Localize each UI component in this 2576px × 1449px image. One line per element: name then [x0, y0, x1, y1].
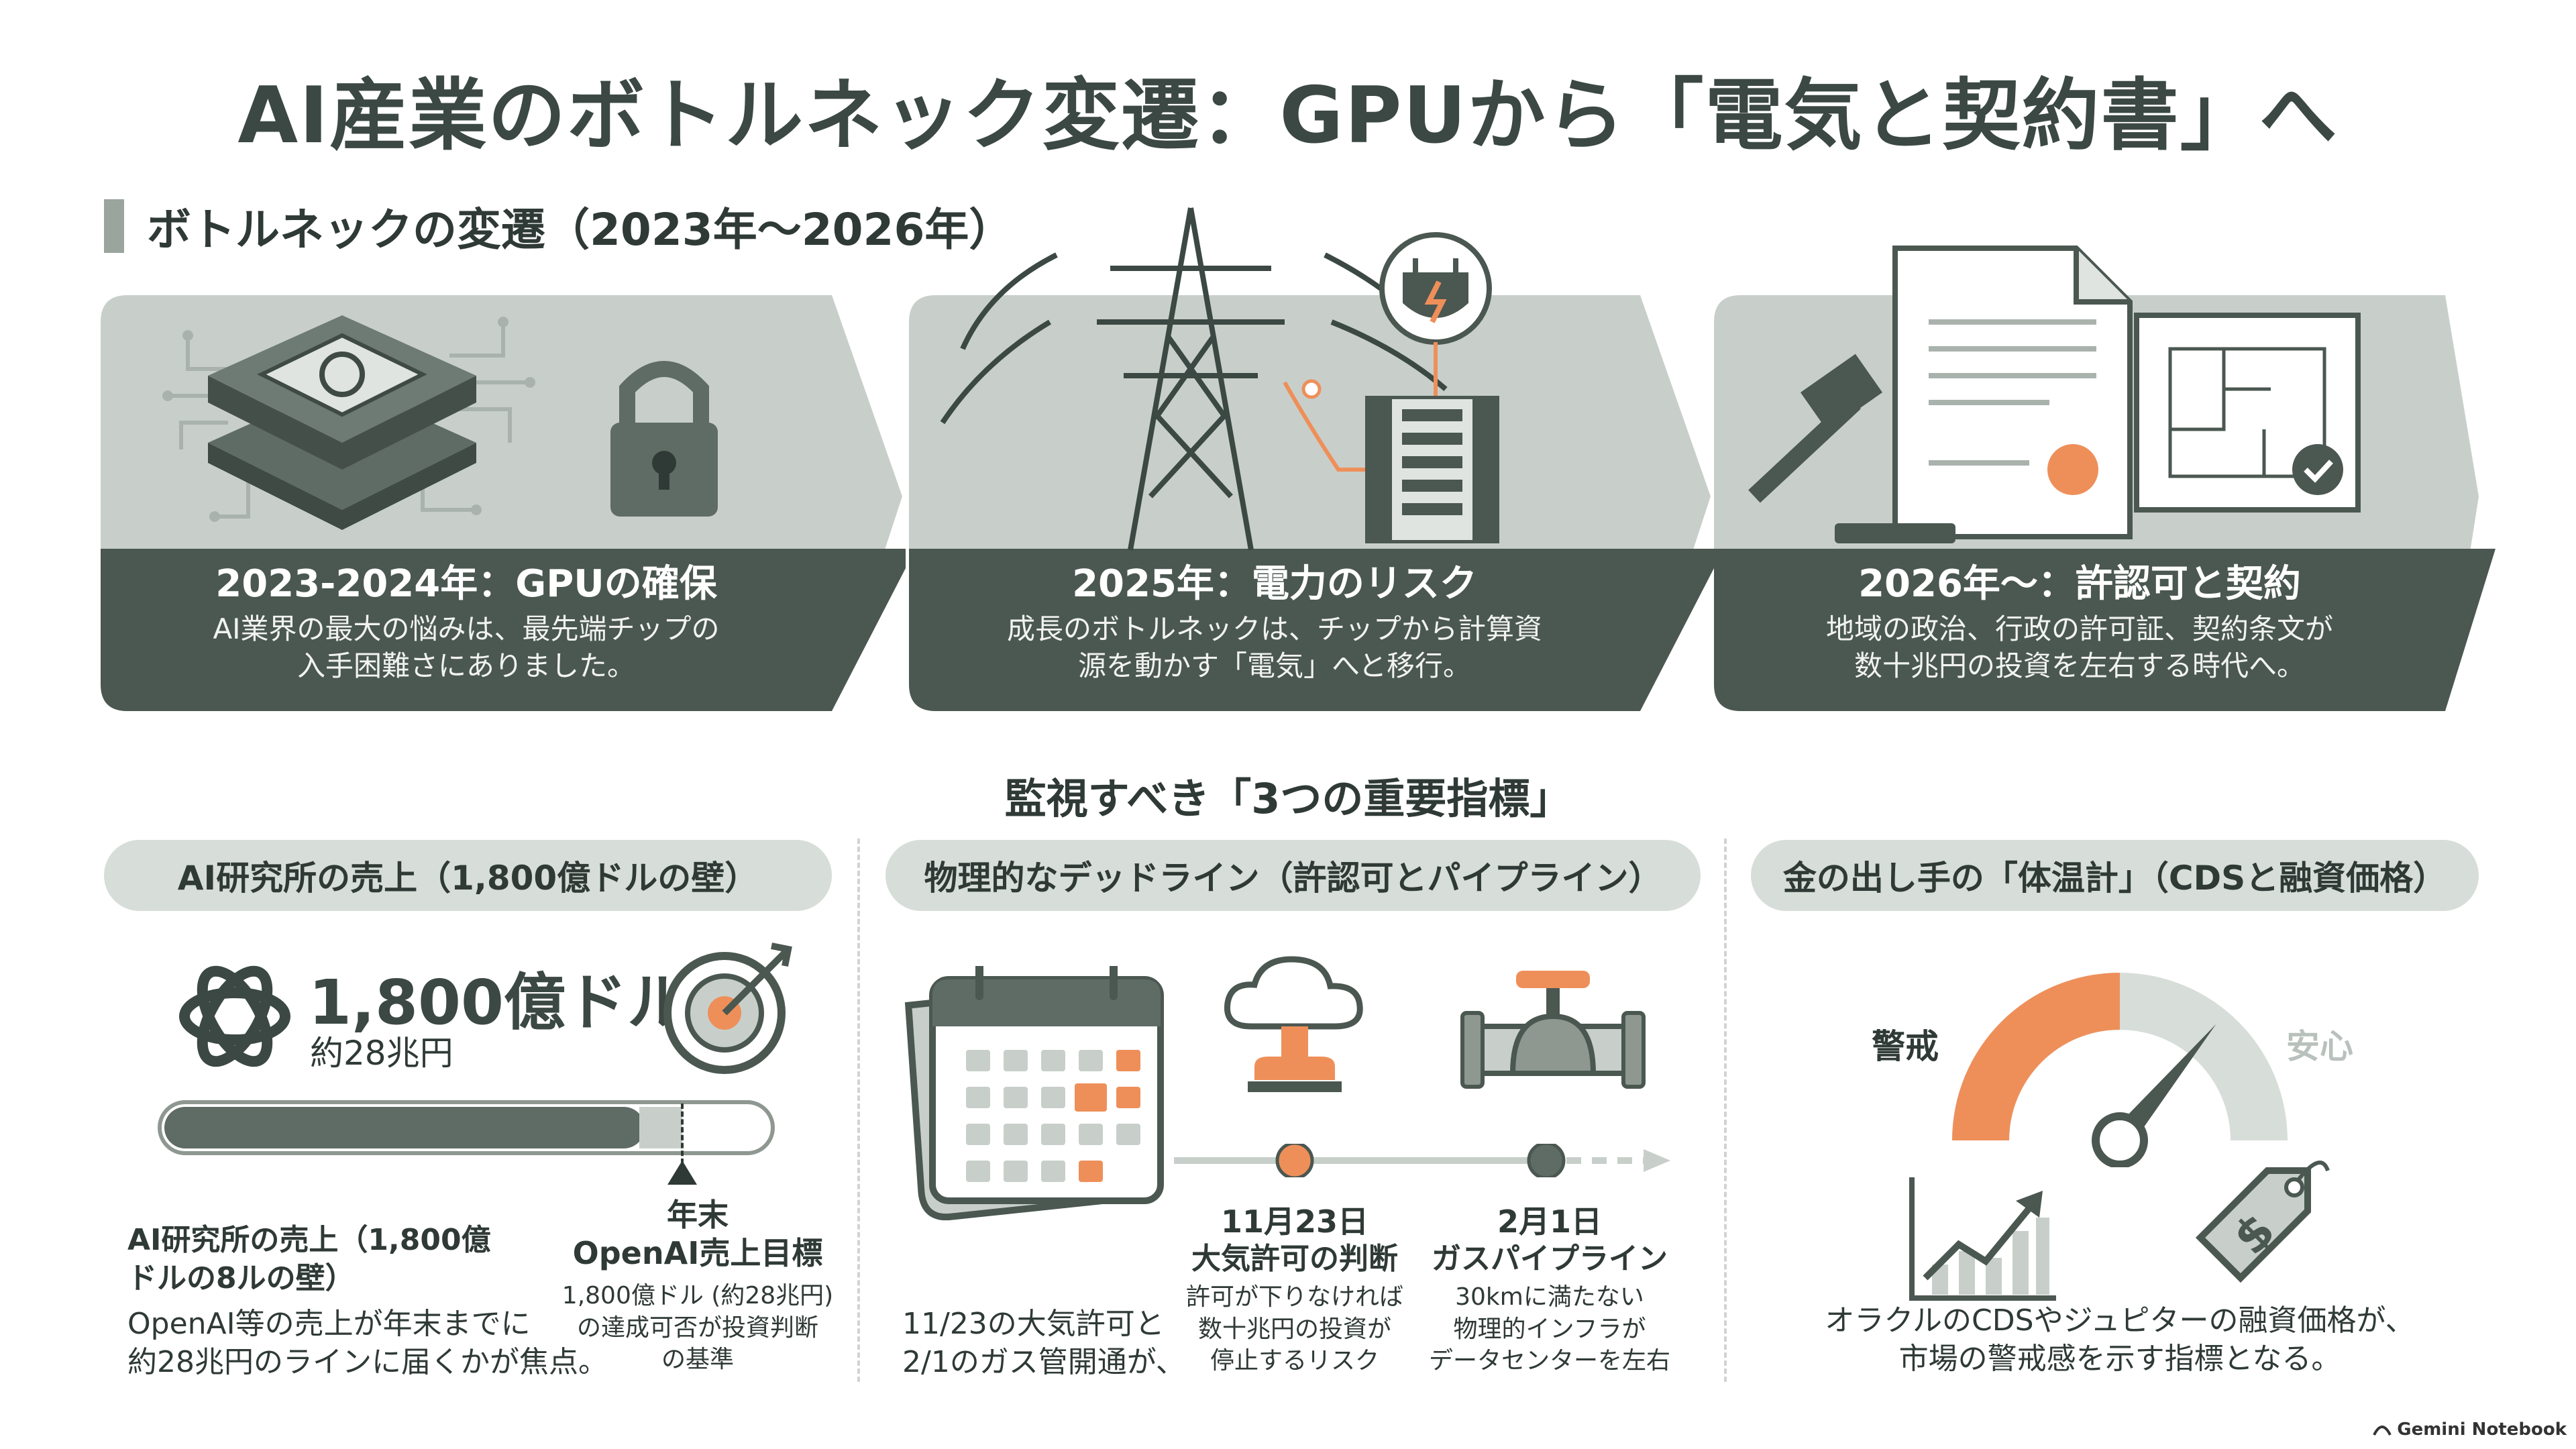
target-description: 1,800億ドル (約28兆円) の達成可否が投資判断 の基準 [550, 1280, 845, 1376]
target-label-1: 年末 [667, 1197, 729, 1233]
notebook-logo-icon [2373, 1426, 2392, 1436]
revenue-yen: 約28兆円 [310, 1034, 453, 1073]
stage-title: 2026年〜：許認可と契約 [1858, 562, 2301, 606]
revenue-progress-remaining [639, 1107, 682, 1148]
stage-description-line: 数十兆円の投資を左右する時代へ。 [1854, 649, 2305, 683]
revenue-target-marker [681, 1104, 684, 1164]
revenue-heading: AI研究所の売上（1,800億 ドルの8ルの壁） [127, 1221, 491, 1297]
risk-gauge [1952, 973, 2288, 1167]
stage-description: AI業界の最大の悩みは、最先端チップの 入手困難さにありました。 [101, 610, 832, 685]
column-divider [857, 839, 860, 1382]
stage-description: 地域の政治、行政の許可証、契約条文が 数十兆円の投資を左右する時代へ。 [1714, 610, 2445, 685]
indicator-pill-thermometer: 金の出し手の「体温計」（CDSと融資価格） [1751, 840, 2479, 911]
stage-title: 2025年：電力のリスク [1072, 562, 1477, 606]
revenue-heading-line: AI研究所の売上（1,800億 [127, 1223, 491, 1257]
target-description-line: の達成可否が投資判断 [576, 1313, 818, 1342]
stage-title: 2023-2024年：GPUの確保 [215, 562, 717, 606]
timeline-line [1174, 1144, 1670, 1177]
indicator-pill-revenue: AI研究所の売上（1,800億ドルの壁） [104, 840, 832, 911]
stage-description: 成長のボトルネックは、チップから計算資 源を動かす「電気」へと移行。 [909, 610, 1640, 685]
event-description-line: 停止するリスク [1210, 1347, 1379, 1375]
target-label-2: OpenAI売上目標 [572, 1235, 823, 1271]
stage-description-line: AI業界の最大の悩みは、最先端チップの [213, 612, 720, 645]
revenue-body-line: 約28兆円のラインに届くかが焦点。 [127, 1345, 608, 1380]
contract-document-icon [1748, 246, 2361, 543]
stage-card-permits: 2026年〜：許認可と契約 地域の政治、行政の許可証、契約条文が 数十兆円の投資… [1714, 246, 2519, 711]
revenue-heading-line: ドルの8ルの壁） [127, 1261, 355, 1296]
gauge-description: オラクルのCDSやジュピターの融資価格が、 市場の警戒感を示す指標となる。 [1758, 1301, 2482, 1378]
calendar-icon [904, 966, 1164, 1221]
event-description-line: 数十兆円の投資が [1197, 1315, 1391, 1343]
gauge-needle [2110, 1024, 2216, 1148]
cloud-stamp-icon [1224, 956, 1363, 1092]
gas-valve-icon [1460, 971, 1646, 1089]
section-marker [104, 199, 124, 253]
gauge-description-line: オラクルのCDSやジュピターの融資価格が、 [1825, 1303, 2415, 1338]
stage-description-line: 源を動かす「電気」へと移行。 [1078, 649, 1471, 683]
credit-text: Gemini Notebook [2397, 1419, 2567, 1440]
stage-description-line: 入手困難さにありました。 [297, 649, 635, 683]
gauge-hub [2092, 1112, 2148, 1167]
price-tag-icon: $ [2195, 1161, 2330, 1283]
revenue-amount: 1,800億ドル [309, 967, 690, 1038]
stage-description-line: 成長のボトルネックは、チップから計算資 [1006, 612, 1542, 645]
deadline-summary-line: 2/1のガス管開通が、 [902, 1345, 1185, 1380]
openai-logo-icon [179, 965, 290, 1067]
stage-card-power: 2025年：電力のリスク 成長のボトルネックは、チップから計算資 源を動かす「電… [909, 207, 1714, 711]
event-2-name: ガスパイプライン [1432, 1242, 1668, 1276]
target-description-line: 1,800億ドル (約28兆円) [561, 1282, 834, 1309]
event-description-line: 30kmに満たない [1455, 1283, 1644, 1311]
gauge-warn-label: 警戒 [1872, 1027, 1939, 1066]
section-heading-text: ボトルネックの変遷（2023年〜2026年） [147, 204, 1014, 256]
event-description-line: 物理的インフラが [1453, 1315, 1646, 1343]
gauge-warn-arc [1952, 973, 2120, 1140]
revenue-body: OpenAI等の売上が年末までに 約28兆円のラインに届くかが焦点。 [127, 1305, 608, 1381]
target-icon [663, 943, 792, 1074]
event-description-line: 許可が下りなければ [1185, 1283, 1403, 1311]
stage-description-line: 地域の政治、行政の許可証、契約条文が [1825, 612, 2333, 645]
event-1-date: 11月23日 [1220, 1203, 1369, 1240]
indicators-title: 監視すべき「3つの重要指標」 [1004, 774, 1572, 823]
deadline-summary: 11/23の大気許可と 2/1のガス管開通が、 [902, 1305, 1185, 1381]
event-1-description: 許可が下りなければ 数十兆円の投資が 停止するリスク [1167, 1281, 1422, 1377]
credit: Gemini Notebook [2373, 1419, 2567, 1440]
target-description-line: の基準 [661, 1346, 734, 1374]
marker-triangle-icon [667, 1161, 697, 1185]
event-1-name: 大気許可の判断 [1191, 1242, 1398, 1276]
indicator-pill-deadline: 物理的なデッドライン（許認可とパイプライン） [885, 840, 1701, 911]
stage-card-gpu: 2023-2024年：GPUの確保 AI業界の最大の悩みは、最先端チップの 入手… [101, 295, 906, 711]
deadline-summary-line: 11/23の大気許可と [902, 1307, 1165, 1341]
section-heading: ボトルネックの変遷（2023年〜2026年） [104, 198, 1013, 256]
power-tower-icon [940, 207, 1499, 551]
revenue-body-line: OpenAI等の売上が年末までに [127, 1307, 531, 1341]
revenue-progress-track [158, 1100, 775, 1155]
gauge-safe-label: 安心 [2286, 1027, 2353, 1066]
event-description-line: データセンターを左右 [1428, 1347, 1670, 1375]
revenue-progress-fill [164, 1107, 645, 1148]
gauge-description-line: 市場の警戒感を示す指標となる。 [1898, 1342, 2341, 1377]
stage-card-bg [909, 295, 1714, 711]
column-divider [1724, 839, 1727, 1382]
event-2-date: 2月1日 [1497, 1203, 1602, 1240]
gpu-chip-icon [162, 315, 718, 530]
event-2-description: 30kmに満たない 物理的インフラが データセンターを左右 [1415, 1281, 1684, 1377]
growth-chart-icon [1909, 1177, 2056, 1301]
page-title: AI産業のボトルネック変遷：GPUから「電気と契約書」へ [237, 70, 2339, 161]
